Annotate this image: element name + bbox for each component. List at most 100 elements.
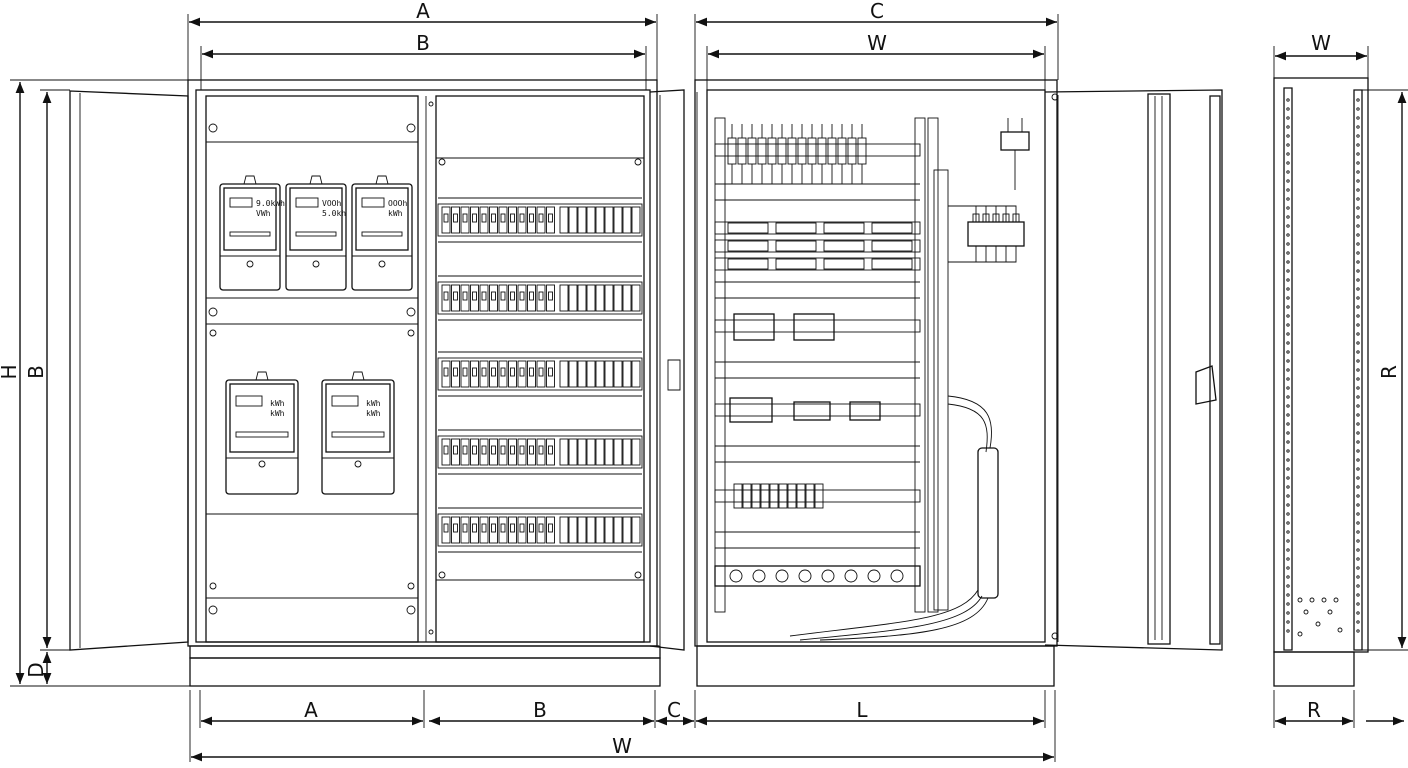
breaker bbox=[536, 206, 546, 234]
breaker bbox=[489, 516, 498, 544]
breaker bbox=[441, 360, 451, 388]
breaker bbox=[536, 438, 546, 466]
breaker bbox=[470, 516, 479, 544]
breaker bbox=[546, 360, 555, 388]
breaker bbox=[470, 284, 479, 312]
breaker bbox=[527, 516, 536, 544]
breaker bbox=[508, 516, 517, 544]
breaker bbox=[479, 284, 489, 312]
meter-1: 9.0kWh VWh bbox=[219, 175, 285, 291]
meter-5: kWh kWh bbox=[321, 371, 395, 495]
breaker bbox=[479, 206, 489, 234]
dim-label-top-b: B bbox=[416, 31, 430, 55]
breaker bbox=[451, 206, 460, 234]
dim-label-side-w: W bbox=[1311, 31, 1331, 55]
dim-label-h: H bbox=[0, 364, 21, 379]
breaker-row bbox=[437, 507, 643, 553]
breaker-row bbox=[437, 429, 643, 475]
dim-label-bottom-b: B bbox=[533, 698, 547, 722]
rail-area bbox=[714, 117, 1020, 613]
meter-3-reading: OOOh bbox=[388, 199, 407, 208]
breaker bbox=[460, 516, 470, 544]
meter-4-reading: kWh bbox=[270, 399, 285, 408]
breaker-row bbox=[437, 351, 643, 397]
breaker bbox=[470, 438, 479, 466]
breaker bbox=[479, 438, 489, 466]
breaker bbox=[470, 206, 479, 234]
breaker bbox=[498, 284, 508, 312]
breaker bbox=[498, 438, 508, 466]
meter-2-reading: VOOh bbox=[322, 199, 341, 208]
side-holes bbox=[1286, 98, 1360, 637]
breaker bbox=[489, 206, 498, 234]
dim-label-top-c: C bbox=[870, 0, 884, 23]
dim-label-side-r: R bbox=[1377, 365, 1401, 379]
breaker-row bbox=[437, 197, 643, 243]
meter-5-reading: kWh bbox=[366, 399, 381, 408]
breaker bbox=[517, 360, 527, 388]
side-view bbox=[1273, 77, 1369, 687]
breaker bbox=[498, 360, 508, 388]
dim-label-d: D bbox=[24, 662, 48, 677]
breaker bbox=[451, 360, 460, 388]
breaker bbox=[536, 516, 546, 544]
breaker bbox=[508, 206, 517, 234]
breaker bbox=[508, 284, 517, 312]
breaker bbox=[527, 360, 536, 388]
breaker bbox=[517, 206, 527, 234]
breaker bbox=[546, 438, 555, 466]
breaker bbox=[460, 284, 470, 312]
dim-label-bottom-c: C bbox=[667, 698, 681, 722]
dimension-lines bbox=[10, 14, 1408, 762]
breaker bbox=[527, 438, 536, 466]
meter-3: OOOh kWh bbox=[351, 175, 413, 291]
breaker bbox=[517, 438, 527, 466]
breaker bbox=[517, 516, 527, 544]
breaker bbox=[527, 284, 536, 312]
dim-label-bottom-a: A bbox=[304, 698, 318, 722]
breaker bbox=[479, 360, 489, 388]
dim-label-left-b: B bbox=[24, 365, 48, 379]
breaker bbox=[498, 206, 508, 234]
breaker bbox=[508, 438, 517, 466]
breaker bbox=[460, 360, 470, 388]
breaker bbox=[470, 360, 479, 388]
breaker bbox=[451, 516, 460, 544]
breaker bbox=[536, 360, 546, 388]
breaker bbox=[489, 284, 498, 312]
breaker bbox=[441, 516, 451, 544]
breaker bbox=[489, 438, 498, 466]
meter-1-unit: VWh bbox=[256, 209, 271, 218]
breaker bbox=[508, 360, 517, 388]
breaker bbox=[489, 360, 498, 388]
breaker bbox=[527, 206, 536, 234]
left-cabinet: 9.0kWh VWh VOOh 5.0kh OOOh kWh bbox=[69, 79, 685, 687]
breaker bbox=[546, 206, 555, 234]
meter-2-unit: 5.0kh bbox=[322, 209, 346, 218]
meter-1-reading: 9.0kWh bbox=[256, 199, 285, 208]
dim-label-bottom-w: W bbox=[612, 734, 632, 758]
breaker bbox=[441, 284, 451, 312]
breaker bbox=[498, 516, 508, 544]
breaker bbox=[546, 516, 555, 544]
breaker bbox=[479, 516, 489, 544]
meter-4-unit: kWh bbox=[270, 409, 285, 418]
breaker bbox=[460, 438, 470, 466]
meter-3-unit: kWh bbox=[388, 209, 403, 218]
meter-4: kWh kWh bbox=[225, 371, 299, 495]
breaker bbox=[441, 438, 451, 466]
breaker bbox=[460, 206, 470, 234]
dim-label-top-w: W bbox=[867, 31, 887, 55]
breaker-rows bbox=[437, 197, 643, 553]
breaker bbox=[451, 284, 460, 312]
breaker bbox=[517, 284, 527, 312]
breaker-row bbox=[437, 275, 643, 321]
breaker bbox=[451, 438, 460, 466]
dim-label-bottom-l: L bbox=[856, 698, 868, 722]
dim-label-top-a: A bbox=[416, 0, 430, 23]
dim-label-side-bottom-r: R bbox=[1307, 698, 1321, 722]
right-cabinet bbox=[694, 79, 1223, 687]
meter-2: VOOh 5.0kh bbox=[285, 175, 347, 291]
